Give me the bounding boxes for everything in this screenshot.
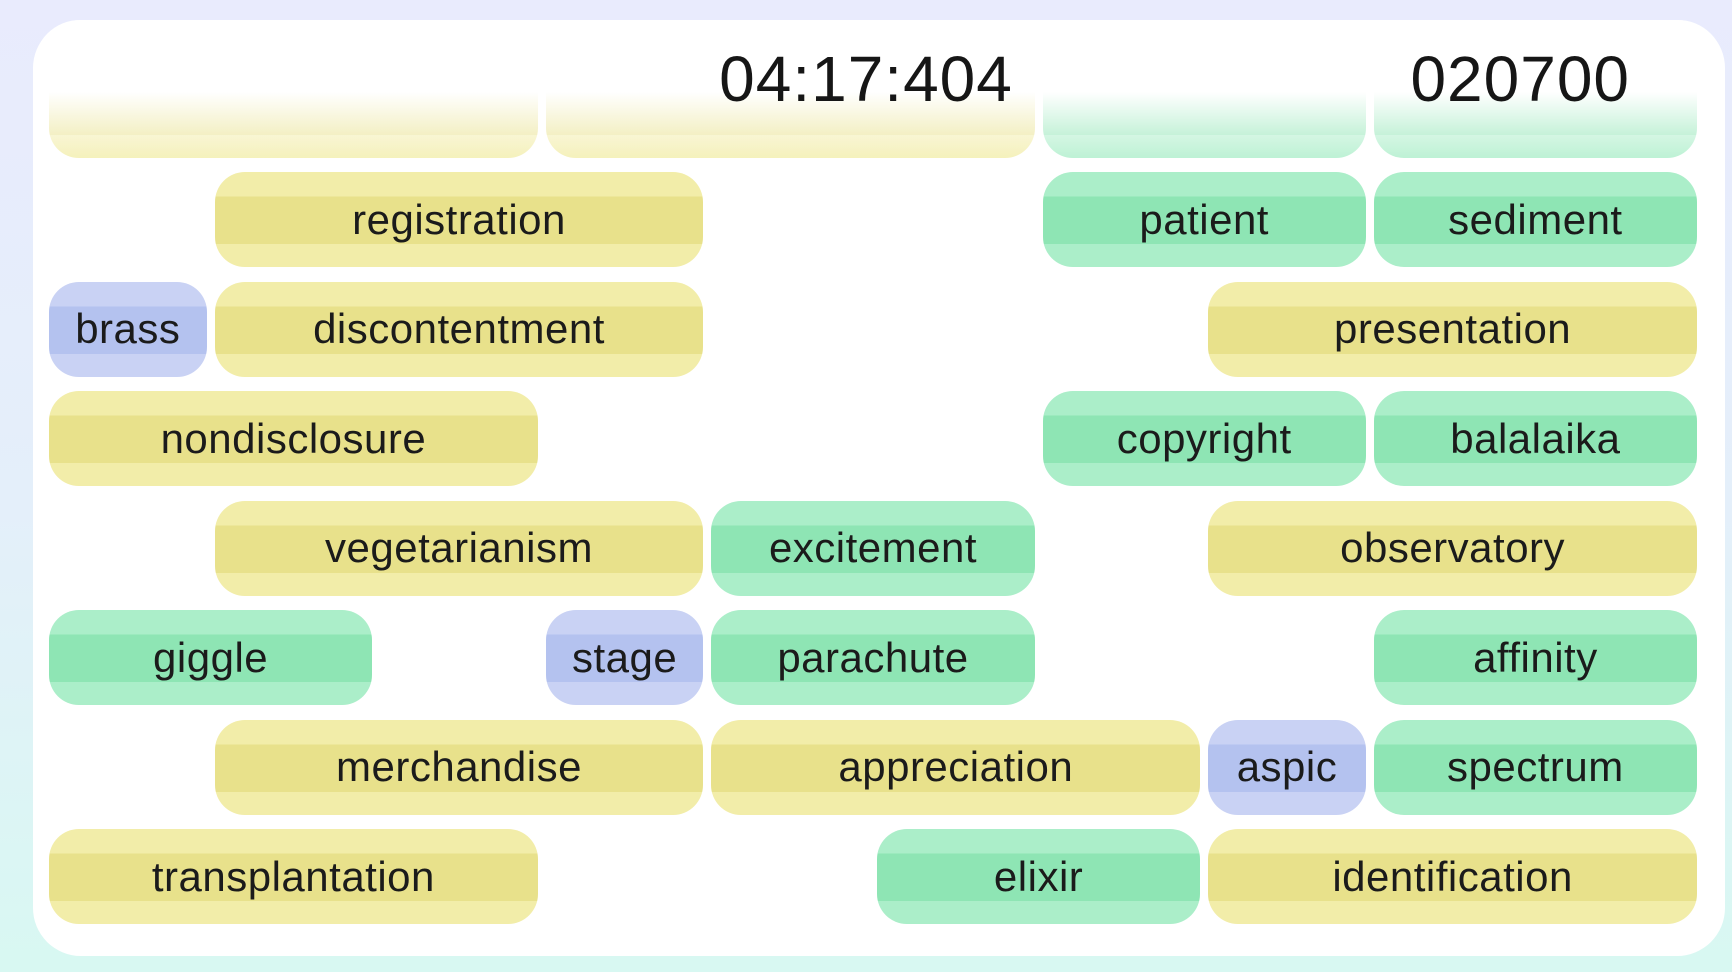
word-pill[interactable]: nondisclosure [49,391,538,486]
word-pill[interactable]: affinity [1373,610,1697,705]
word-label: sediment [1448,195,1623,243]
word-pill[interactable]: vegetarianism [214,500,704,596]
word-pill[interactable]: giggle [49,610,373,705]
word-label: merchandise [336,743,582,790]
word-pill[interactable]: registration [214,172,704,267]
word-pill[interactable]: balalaika [1373,391,1697,486]
word-pill[interactable]: observatory [1208,500,1697,596]
word-label: vegetarianism [325,524,593,571]
word-pill[interactable]: appreciation [711,719,1201,815]
word-label: aspic [1236,743,1338,790]
word-pill-clipped [49,62,538,158]
word-label: copyright [1116,414,1292,462]
word-label: discontentment [313,305,605,352]
word-label: nondisclosure [160,414,427,462]
word-pill[interactable]: stage [545,610,704,705]
word-label: stage [571,633,678,681]
word-label: appreciation [838,743,1074,790]
word-pill[interactable]: aspic [1208,719,1366,815]
word-label: brass [75,305,181,352]
word-pill[interactable]: excitement [711,500,1035,596]
word-label: elixir [993,852,1084,900]
score: 020700 [1410,43,1630,115]
word-label: transplantation [151,852,435,900]
word-pill[interactable]: spectrum [1373,719,1697,815]
timer: 04:17:404 [719,43,1013,115]
word-pill[interactable]: presentation [1208,281,1697,377]
word-pill[interactable]: copyright [1042,391,1366,486]
word-label: identification [1332,852,1573,900]
word-label: spectrum [1447,743,1624,790]
word-pill[interactable]: transplantation [49,829,538,924]
word-pill[interactable]: identification [1208,829,1697,924]
word-pill[interactable]: merchandise [214,719,704,815]
word-label: giggle [153,633,269,681]
word-label: parachute [777,633,969,681]
word-pill[interactable]: patient [1042,172,1366,267]
word-label: patient [1139,195,1269,243]
word-pill[interactable]: elixir [877,829,1201,924]
word-label: balalaika [1450,414,1621,462]
word-pill[interactable]: brass [49,281,207,377]
word-label: registration [352,195,566,243]
word-pill[interactable]: sediment [1373,172,1697,267]
word-pill[interactable]: parachute [711,610,1035,705]
word-label: excitement [768,524,978,571]
word-label: affinity [1473,633,1598,681]
word-label: presentation [1334,305,1572,352]
word-label: observatory [1340,524,1566,571]
word-pill[interactable]: discontentment [214,281,704,377]
